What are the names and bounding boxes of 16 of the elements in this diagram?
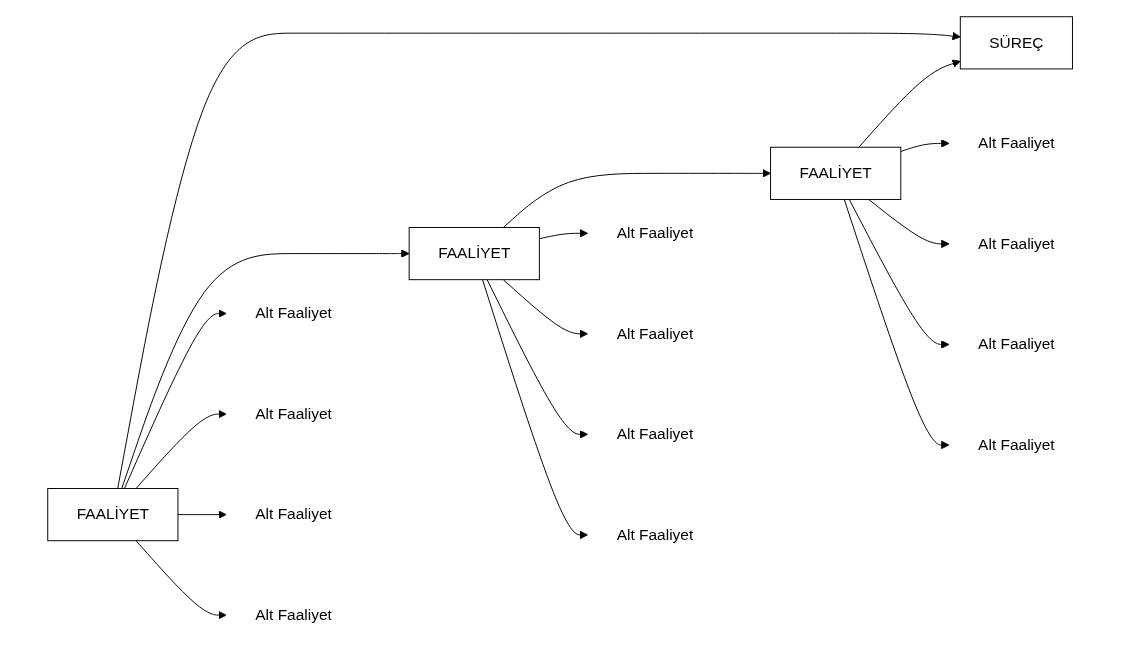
- node-text: Alt Faaliyet: [255, 505, 332, 523]
- node-text: Alt Faaliyet: [616, 425, 694, 443]
- node-text: Alt Faaliyet: [977, 134, 1055, 152]
- node-text: Alt Faaliyet: [255, 606, 332, 623]
- node-text: Alt Faaliyet: [616, 224, 694, 242]
- node-box: SÜREÇ: [959, 16, 1073, 70]
- node-text: Alt Faaliyet: [977, 235, 1055, 252]
- node-text: Alt Faaliyet: [255, 405, 332, 422]
- node-box: FAALİYET: [47, 488, 179, 542]
- node-text: Alt Faaliyet: [616, 325, 694, 342]
- node-text: Alt Faaliyet: [255, 304, 332, 322]
- node-box: FAALİYET: [769, 146, 902, 200]
- node-text: Alt Faaliyet: [616, 526, 694, 543]
- node-text: Alt Faaliyet: [977, 335, 1055, 353]
- node-box: FAALİYET: [408, 227, 540, 281]
- node-text: Alt Faaliyet: [977, 436, 1055, 453]
